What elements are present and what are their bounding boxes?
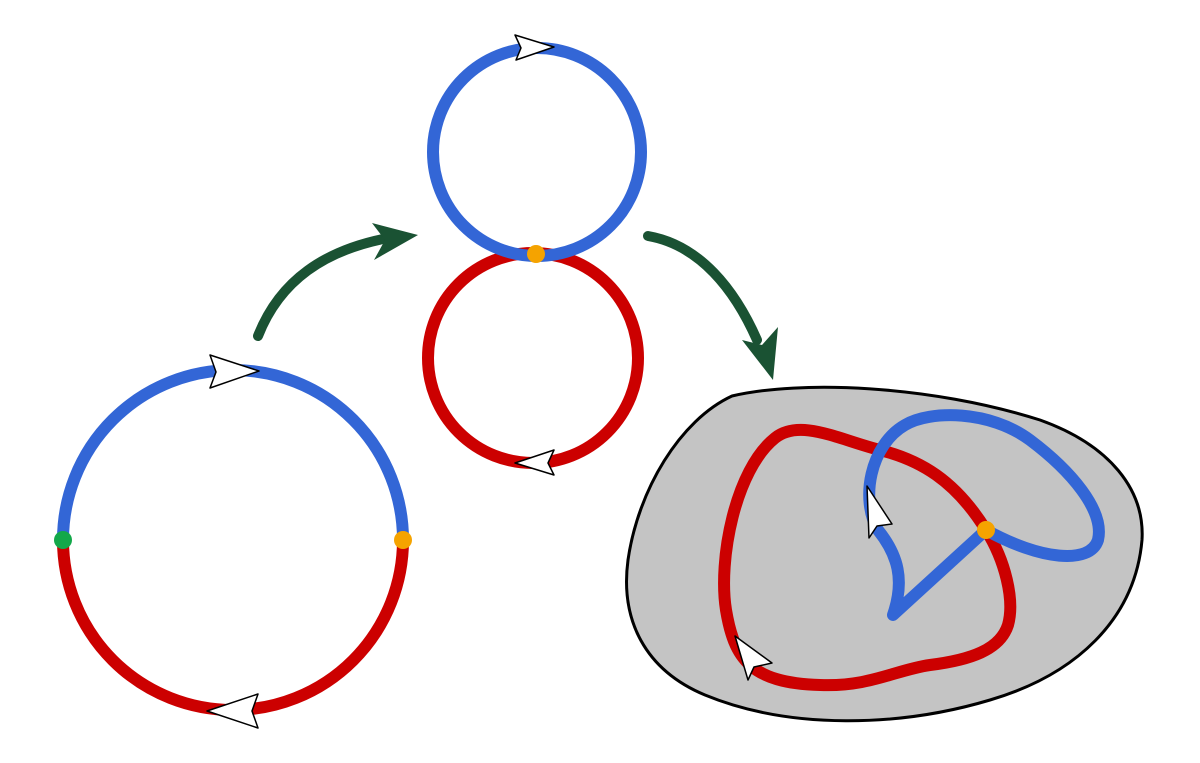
- start-point: [54, 531, 72, 549]
- direction-arrow-right: [514, 34, 555, 61]
- basepoint: [394, 531, 412, 549]
- transition-arrow-1-head: [372, 223, 418, 260]
- transition-arrow-1: [253, 223, 418, 341]
- blue-loop: [427, 42, 647, 262]
- blue-upper-arc: [57, 364, 409, 541]
- basepoint: [527, 245, 545, 263]
- basepoint: [977, 521, 995, 539]
- panel-surface: [625, 385, 1144, 723]
- direction-arrow-up: [866, 485, 893, 539]
- panel-two-loops: [422, 34, 647, 476]
- red-loop: [422, 247, 644, 469]
- transition-arrow-1-shaft: [253, 233, 393, 341]
- transition-arrow-2-shaft: [643, 231, 762, 345]
- direction-arrow-left: [206, 693, 259, 729]
- red-loop: [718, 423, 1017, 692]
- direction-arrow-left: [514, 449, 555, 476]
- direction-arrow-down-left: [734, 635, 773, 681]
- panel-circle-split: [54, 354, 412, 729]
- transition-arrow-2-head: [742, 327, 778, 380]
- direction-arrow-right: [209, 354, 260, 389]
- red-lower-arc: [57, 539, 409, 716]
- blue-loop: [863, 409, 1105, 621]
- transition-arrow-2: [643, 231, 778, 380]
